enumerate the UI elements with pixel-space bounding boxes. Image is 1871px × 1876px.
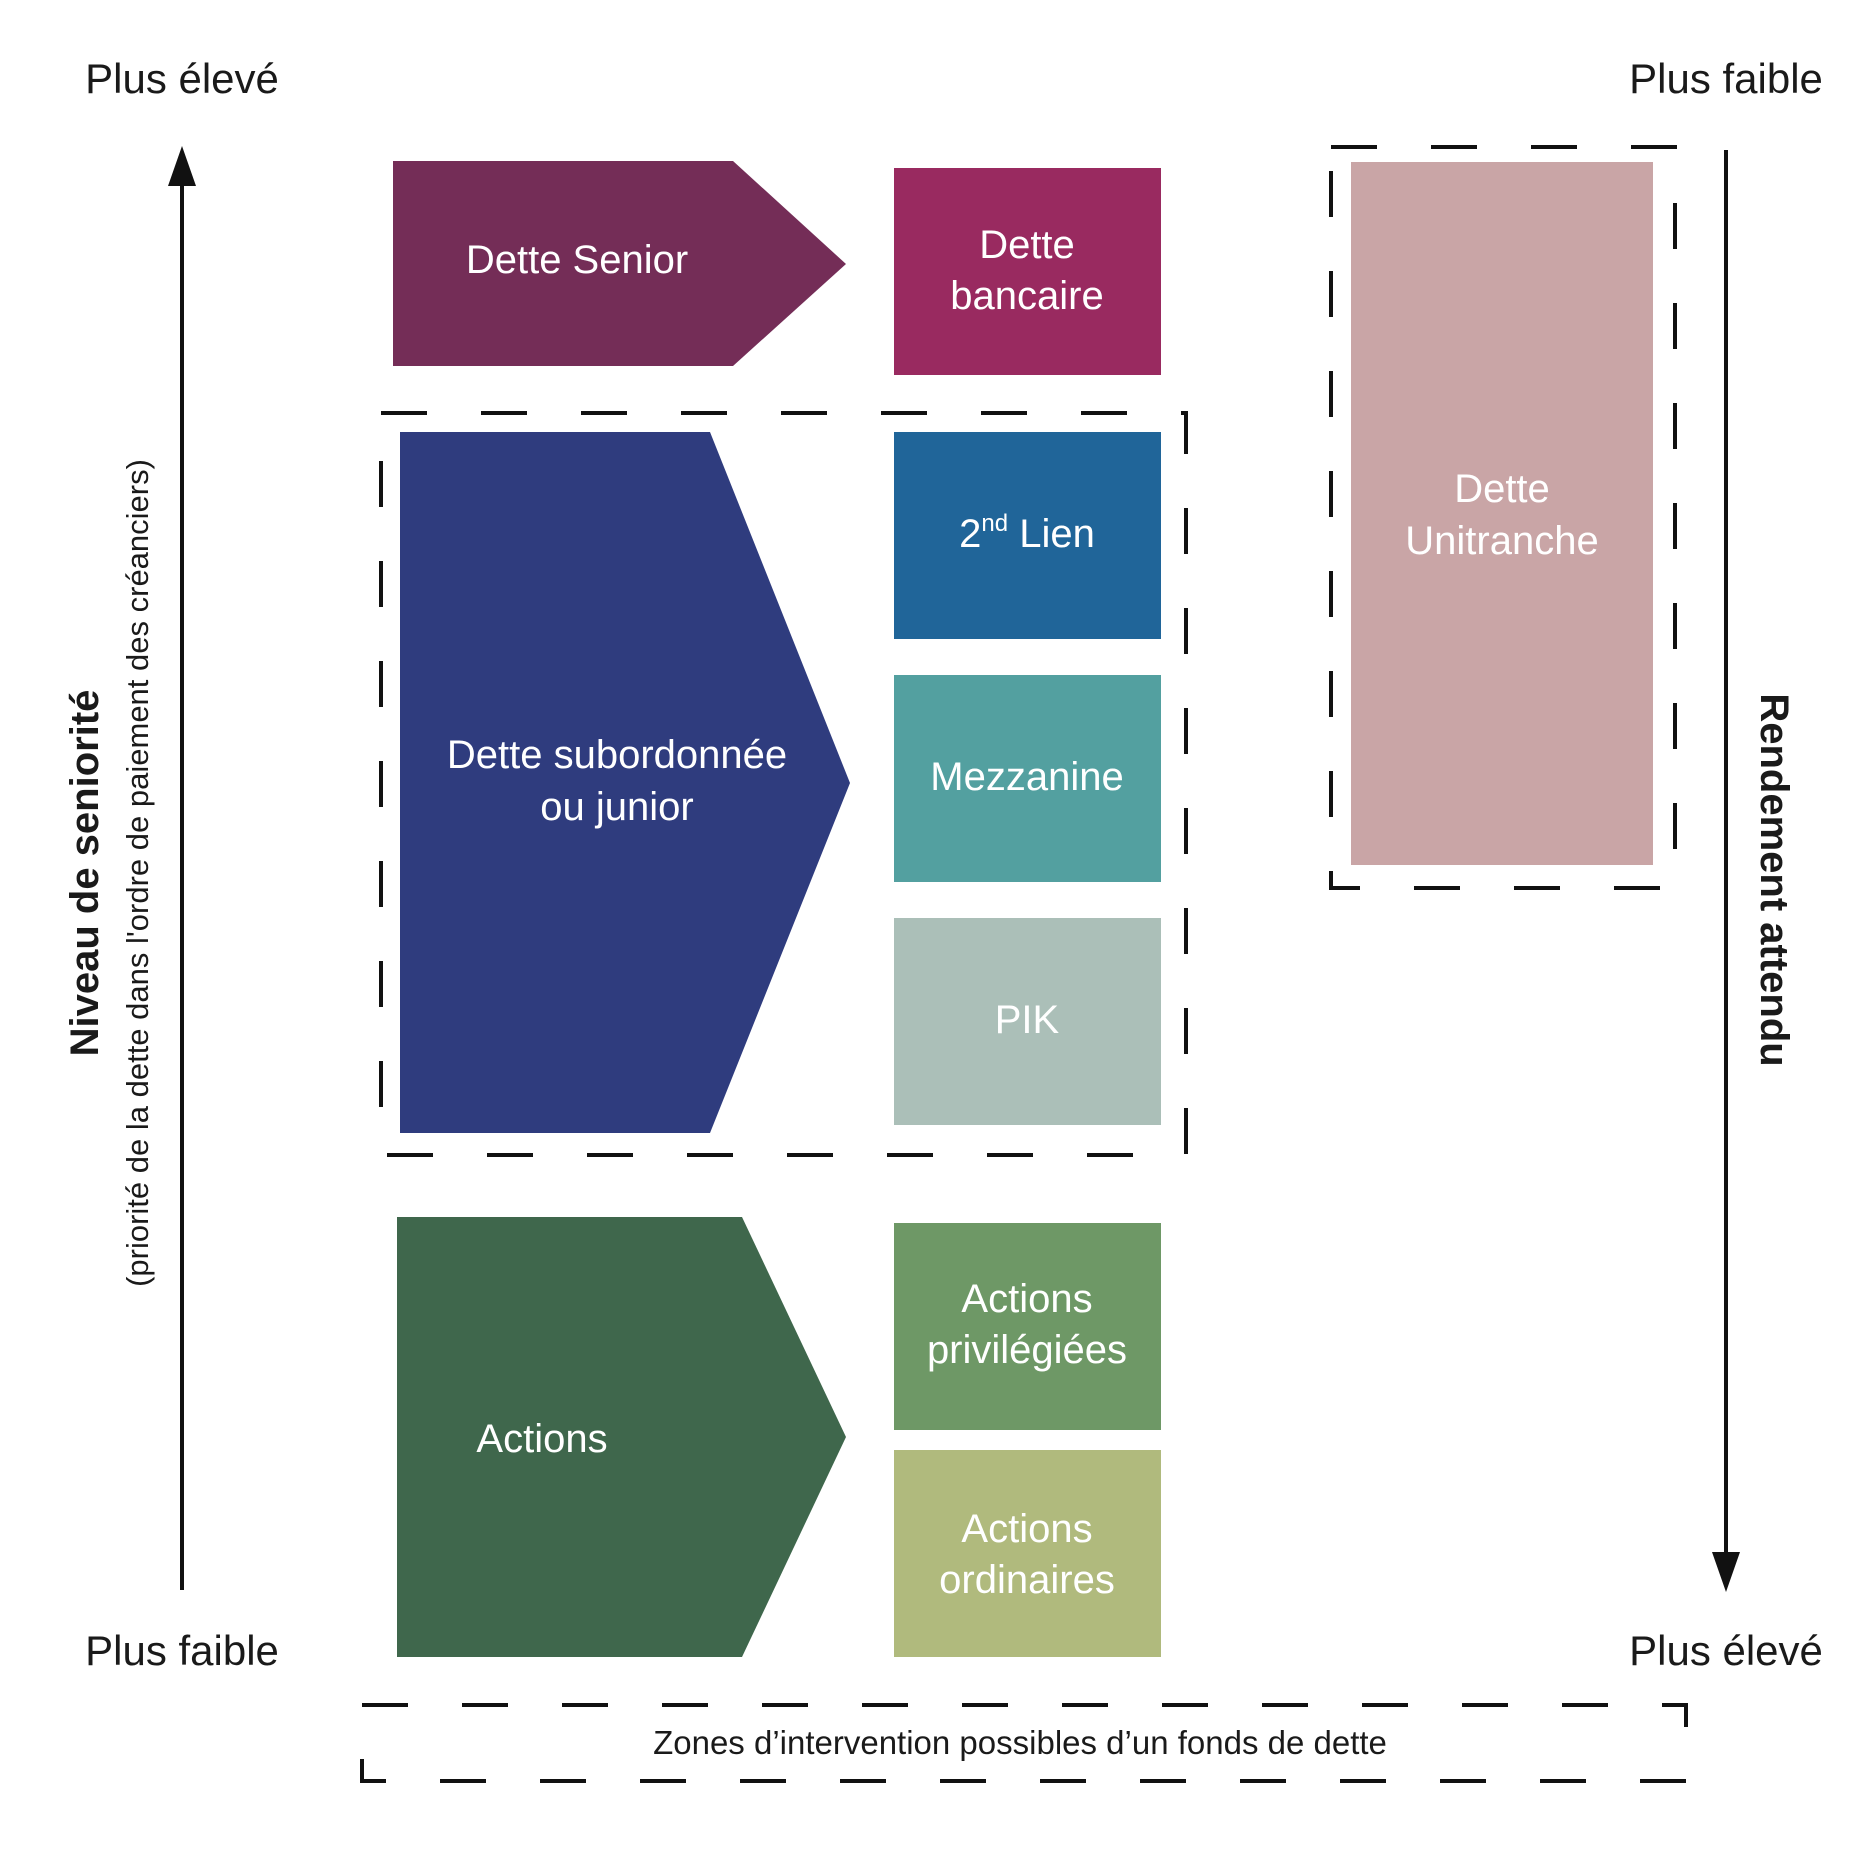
mezzanine-box (894, 675, 1161, 882)
equity-chevron (397, 1217, 846, 1657)
senior-debt-label: Dette Senior (466, 238, 688, 282)
seniority-axis-title: Niveau de seniorité (63, 690, 107, 1057)
subordinated-debt-label-line2: ou junior (540, 785, 693, 829)
preferred-shares-box (894, 1223, 1161, 1430)
mezzanine-label: Mezzanine (930, 755, 1123, 799)
left-top-label: Plus élevé (85, 55, 279, 102)
unitranche-zone-outline (1329, 145, 1677, 890)
subordinated-debt-label-line1: Dette subordonnée (447, 733, 787, 777)
second-lien-box (894, 432, 1161, 639)
equity-label: Actions (476, 1417, 607, 1461)
right-top-label: Plus faible (1629, 55, 1823, 102)
yield-axis-title: Rendement attendu (1752, 693, 1796, 1066)
second-lien-label: 2nd Lien (959, 510, 1095, 556)
subordinated-zone-outline (379, 411, 1188, 1157)
preferred-shares-label-line2: privilégiées (927, 1328, 1127, 1372)
pik-box (894, 918, 1161, 1125)
subordinated-debt-chevron (400, 432, 850, 1133)
second-lien-number: 2 (959, 512, 981, 556)
left-bottom-label: Plus faible (85, 1627, 279, 1674)
unitranche-label-line1: Dette (1454, 467, 1550, 511)
yield-arrowhead-icon (1712, 1552, 1740, 1592)
second-lien-text: Lien (1008, 512, 1095, 556)
seniority-arrowhead-icon (168, 146, 196, 186)
common-shares-box (894, 1450, 1161, 1657)
legend-label: Zones d’intervention possibles d’un fond… (653, 1724, 1387, 1761)
common-shares-label-line2: ordinaires (939, 1558, 1115, 1602)
seniority-axis-subtitle: (priorité de la dette dans l'ordre de pa… (120, 459, 155, 1287)
pik-label: PIK (995, 998, 1060, 1042)
bank-debt-box (894, 168, 1161, 375)
second-lien-superscript: nd (981, 510, 1008, 537)
unitranche-label-line2: Unitranche (1405, 519, 1598, 563)
bank-debt-label-line2: bancaire (950, 274, 1103, 318)
bank-debt-label-line1: Dette (979, 223, 1075, 267)
preferred-shares-label-line1: Actions (961, 1277, 1092, 1321)
senior-debt-chevron (393, 161, 846, 366)
common-shares-label-line1: Actions (961, 1507, 1092, 1551)
unitranche-box (1351, 162, 1653, 865)
right-bottom-label: Plus élevé (1629, 1627, 1823, 1674)
